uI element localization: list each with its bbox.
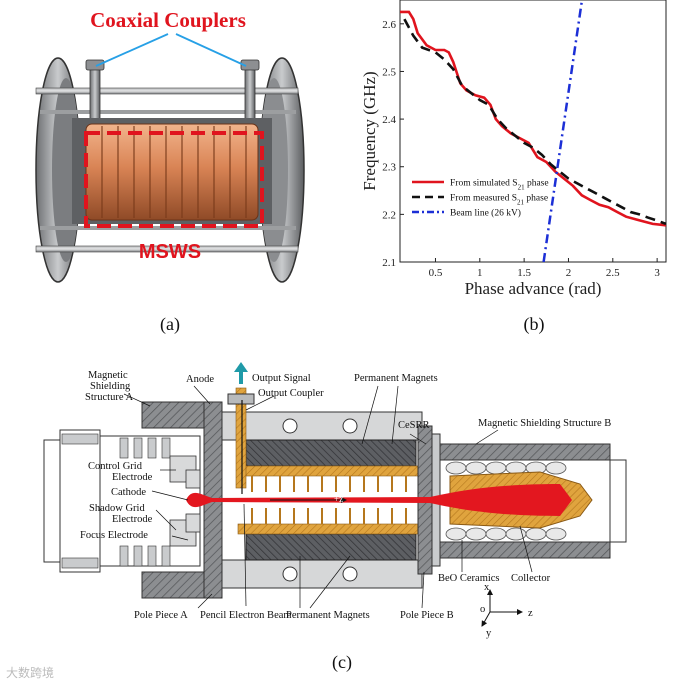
coordinate-axes: x o y z <box>480 582 533 639</box>
axis-z-label: z <box>528 608 533 619</box>
caption-b: (b) <box>523 314 545 334</box>
label-collector: Collector <box>511 573 551 584</box>
x-tick-label: 3 <box>654 267 660 279</box>
series-line-2 <box>542 0 584 262</box>
label-output-signal: Output Signal <box>252 373 311 384</box>
dispersion-chart: 2.1 2.2 2.3 2.4 2.5 2.6 0.5 1 1.5 2 2.5 3 From sim… <box>360 0 667 298</box>
label-pole-piece-b: Pole Piece B <box>400 610 454 621</box>
coaxial-couplers-label: Coaxial Couplers <box>90 8 246 32</box>
label-permanent-magnets-bottom: Permanent Magnets <box>286 610 370 621</box>
caption-a: (a) <box>160 314 180 334</box>
label-magnetic-shielding-a-3: Structure A <box>85 392 134 403</box>
x-tick-label: 2.5 <box>606 267 620 279</box>
y-tick-label: 2.1 <box>382 257 396 269</box>
x-tick-label: 2 <box>566 267 572 279</box>
msws-label: MSWS <box>139 241 201 263</box>
electron-beam <box>186 484 572 516</box>
label-cesrr: CeSRR <box>398 420 430 431</box>
label-shadow-grid-2: Electrode <box>112 514 153 525</box>
x-tick-label: 1 <box>477 267 483 279</box>
label-output-coupler: Output Coupler <box>258 388 324 399</box>
axis-o-label: o <box>480 604 485 615</box>
label-cathode: Cathode <box>111 487 146 498</box>
y-tick-label: 2.4 <box>382 114 396 126</box>
y-tick-label: 2.3 <box>382 162 396 174</box>
watermark: 大数跨境 <box>6 666 55 680</box>
label-pencil-beam: Pencil Electron Beam <box>200 610 292 621</box>
legend-label-2: Beam line (26 kV) <box>450 208 521 219</box>
series-line-0 <box>400 10 666 227</box>
axis-x-label: x <box>484 582 490 593</box>
label-magnetic-shielding-a-1: Magnetic <box>88 370 128 381</box>
label-permanent-magnets-top: Permanent Magnets <box>354 373 438 384</box>
label-beo-ceramics: BeO Ceramics <box>438 573 500 584</box>
y-tick-label: 2.5 <box>382 66 396 78</box>
x-axis-label: Phase advance (rad) <box>465 279 602 298</box>
label-focus-electrode: Focus Electrode <box>80 530 148 541</box>
y-tick-label: 2.6 <box>382 19 396 31</box>
y-axis-label: Frequency (GHz) <box>360 71 379 190</box>
y-tick-label: 2.2 <box>382 209 396 221</box>
label-control-grid-1: Control Grid <box>88 461 143 472</box>
label-anode: Anode <box>186 374 214 385</box>
label-shadow-grid-1: Shadow Grid <box>89 503 145 514</box>
label-magnetic-shielding-a-2: Shielding <box>90 381 131 392</box>
panel-a-photo: Coaxial Couplers MSWS <box>35 8 305 283</box>
x-tick-label: 0.5 <box>429 267 443 279</box>
label-z-marker: +z <box>334 494 343 504</box>
label-pole-piece-a: Pole Piece A <box>134 610 188 621</box>
legend-label-1: From measured S21 phase <box>450 194 548 207</box>
panel-c-diagram: Magnetic Shielding Structure A Anode Out… <box>43 362 627 639</box>
axis-y-label: y <box>486 628 492 639</box>
label-magnetic-shielding-b: Magnetic Shielding Structure B <box>478 418 611 429</box>
msws-highlight-box <box>84 131 264 228</box>
legend-label-0: From simulated S21 phase <box>450 179 549 192</box>
label-control-grid-2: Electrode <box>112 472 153 483</box>
series-line-1 <box>403 18 666 226</box>
caption-c: (c) <box>332 652 352 672</box>
x-tick-label: 1.5 <box>517 267 531 279</box>
